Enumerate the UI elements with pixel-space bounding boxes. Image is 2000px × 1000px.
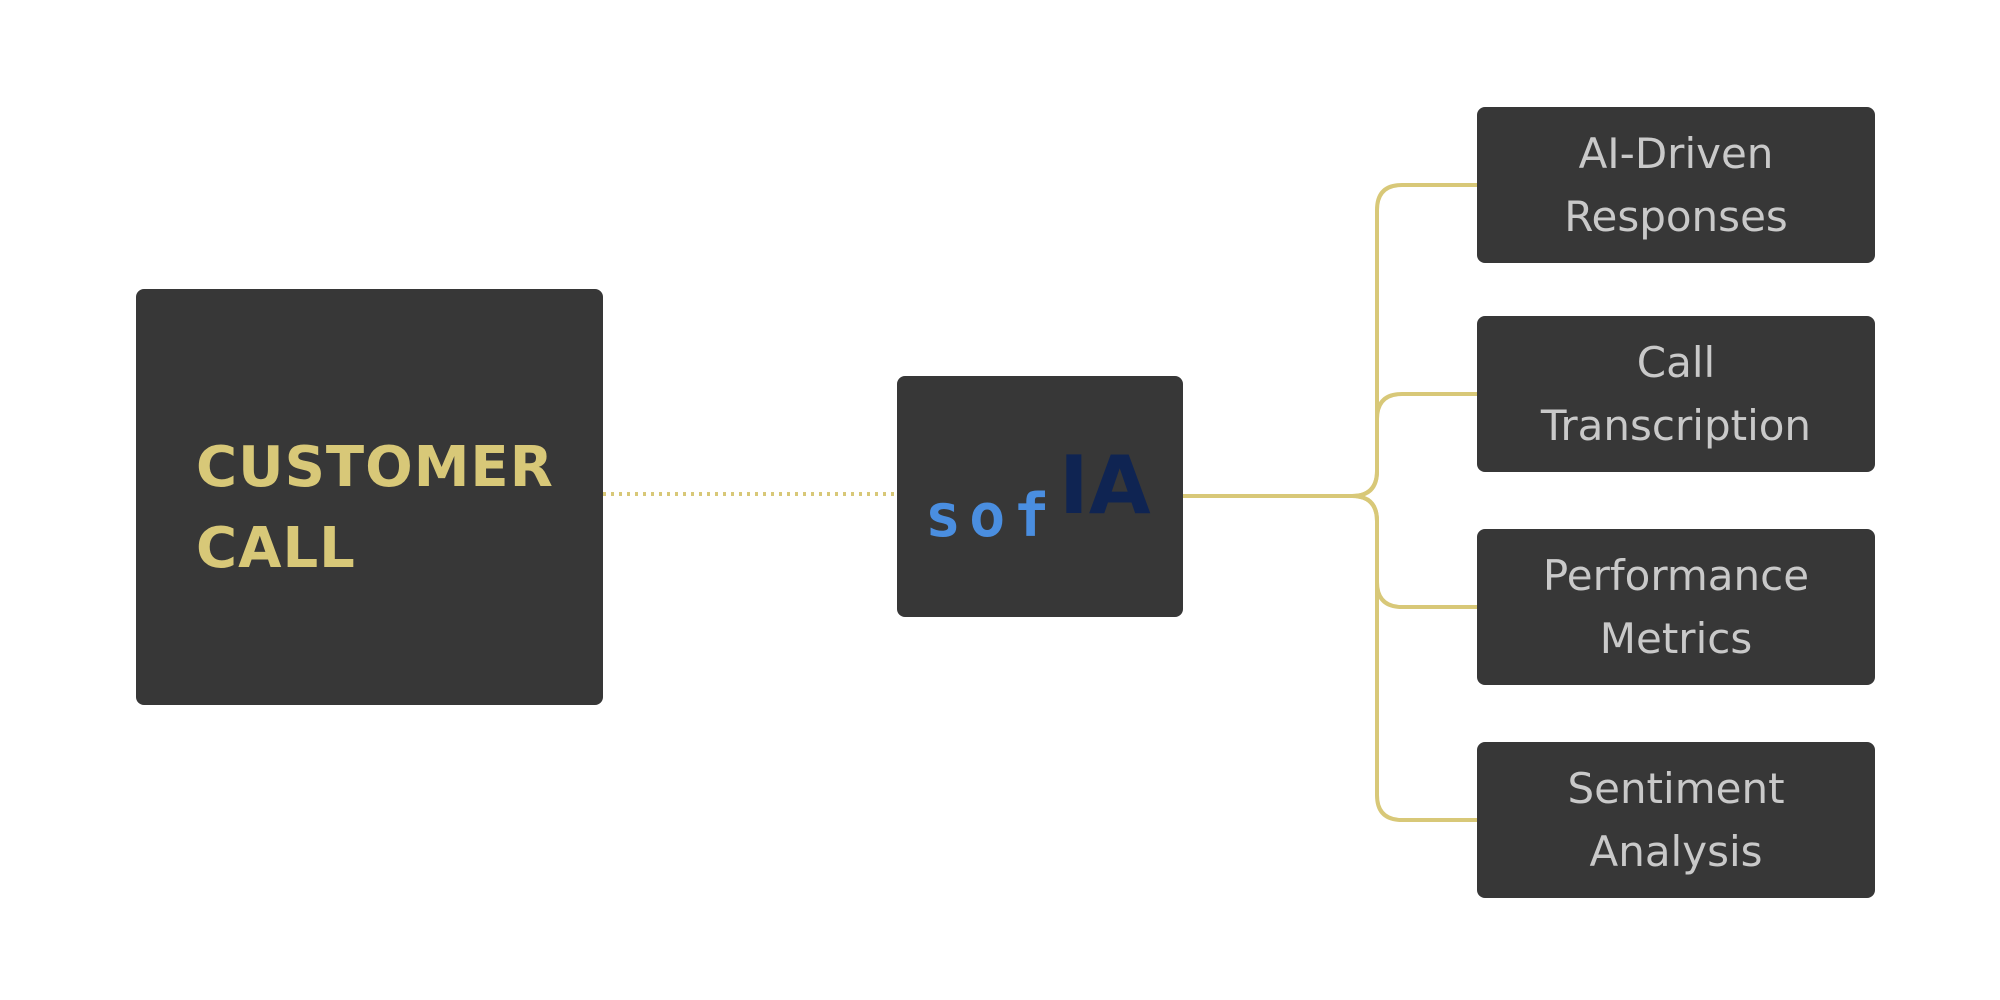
feature-node-call-transcription: Call Transcription <box>1477 316 1875 472</box>
feature-label: Performance Metrics <box>1477 544 1875 670</box>
customer-call-title-line2: CALL <box>196 516 356 581</box>
customer-call-title-line1: CUSTOMER <box>196 435 554 500</box>
feature-label: Sentiment Analysis <box>1477 757 1875 883</box>
sofia-hub-node: sof IA <box>897 376 1183 617</box>
customer-call-node: CUSTOMER CALL <box>136 289 603 705</box>
feature-label-line1: AI-Driven <box>1578 129 1774 178</box>
branch-connector-sentiment-analysis <box>1351 494 1477 822</box>
feature-label-line2: Responses <box>1564 192 1788 241</box>
branch-connector-call-transcription <box>1351 392 1477 498</box>
feature-node-ai-driven-responses: AI-Driven Responses <box>1477 107 1875 263</box>
feature-label-line1: Sentiment <box>1567 764 1785 813</box>
feature-label: Call Transcription <box>1477 331 1875 457</box>
sofia-logo-ia: IA <box>1059 439 1151 532</box>
feature-node-sentiment-analysis: Sentiment Analysis <box>1477 742 1875 898</box>
branch-connector-performance-metrics <box>1351 494 1477 609</box>
feature-label-line2: Analysis <box>1589 827 1763 876</box>
feature-node-performance-metrics: Performance Metrics <box>1477 529 1875 685</box>
branch-connector-ai-driven-responses <box>1351 183 1477 498</box>
customer-call-title: CUSTOMER CALL <box>196 427 576 589</box>
feature-label: AI-Driven Responses <box>1477 122 1875 248</box>
feature-label-line1: Call <box>1636 338 1716 387</box>
feature-label-line2: Transcription <box>1540 401 1812 450</box>
feature-label-line2: Metrics <box>1599 614 1753 663</box>
sofia-logo-sof: sof <box>925 481 1058 551</box>
feature-label-line1: Performance <box>1542 551 1810 600</box>
